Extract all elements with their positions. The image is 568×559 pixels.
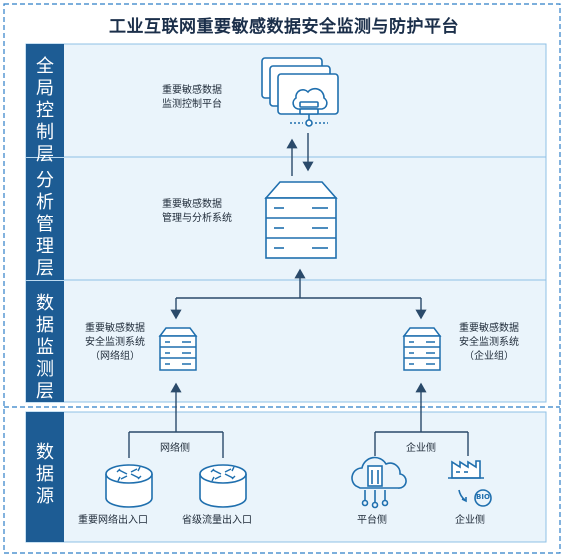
layer-label-source: 数据源 (28, 442, 62, 508)
monitor-enterprise-line2: 安全监测系统 (459, 337, 519, 348)
analysis-system-line2: 管理与分析系统 (162, 213, 232, 224)
router-icon-province-exit (199, 464, 247, 508)
sidebar-analysis (26, 158, 64, 280)
cloud-platform-icon (351, 456, 407, 509)
sidebar-global (26, 44, 64, 157)
layer-label-global: 全局控制层 (28, 56, 62, 166)
factory-icon (448, 460, 492, 507)
monitor-network-line3: （网络组） (90, 351, 140, 362)
sidebar-source (26, 412, 64, 542)
layer-label-text: 全局控制层 (36, 56, 54, 165)
monitor-enterprise-line3: （企业组） (464, 351, 514, 362)
layer-label-analysis: 分析管理层 (28, 170, 62, 280)
bio-text: BIO (476, 493, 490, 501)
layer-label-text: 数据监测层 (36, 293, 54, 402)
monitor-network-server-icon (158, 327, 198, 371)
analysis-system-label: 重要敏感数据 管理与分析系统 (162, 198, 232, 226)
monitor-network-line1: 重要敏感数据 (85, 323, 145, 334)
monitor-network-label: 重要敏感数据 安全监测系统 （网络组） (78, 322, 152, 364)
control-platform-line1: 重要敏感数据 (162, 85, 222, 96)
monitor-enterprise-label: 重要敏感数据 安全监测系统 （企业组） (452, 322, 526, 364)
control-platform-label: 重要敏感数据 监测控制平台 (162, 84, 222, 112)
enterprise-label: 企业侧 (455, 515, 485, 526)
layer-label-text: 分析管理层 (36, 170, 54, 279)
diagram-title: 工业互联网重要敏感数据安全监测与防护平台 (109, 17, 459, 37)
platform-label: 平台侧 (357, 515, 387, 526)
analysis-server-icon (264, 181, 338, 259)
monitor-enterprise-server-icon (402, 327, 442, 371)
layer-label-monitor: 数据监测层 (28, 293, 62, 403)
network-side-label: 网络侧 (157, 442, 193, 456)
layer-label-text: 数据源 (36, 442, 54, 507)
analysis-system-line1: 重要敏感数据 (162, 199, 222, 210)
monitor-network-line2: 安全监测系统 (85, 337, 145, 348)
monitor-enterprise-line1: 重要敏感数据 (459, 323, 519, 334)
control-platform-line2: 监测控制平台 (162, 99, 222, 110)
layer-bg-monitor (25, 279, 547, 403)
router-icon-network-exit (105, 464, 153, 508)
control-platform-icon (261, 57, 339, 127)
sidebar-monitor (26, 281, 64, 402)
router1-label: 重要网络出入口 (78, 515, 148, 526)
enterprise-side-label: 企业侧 (403, 442, 439, 456)
router2-label: 省级流量出入口 (182, 515, 252, 526)
